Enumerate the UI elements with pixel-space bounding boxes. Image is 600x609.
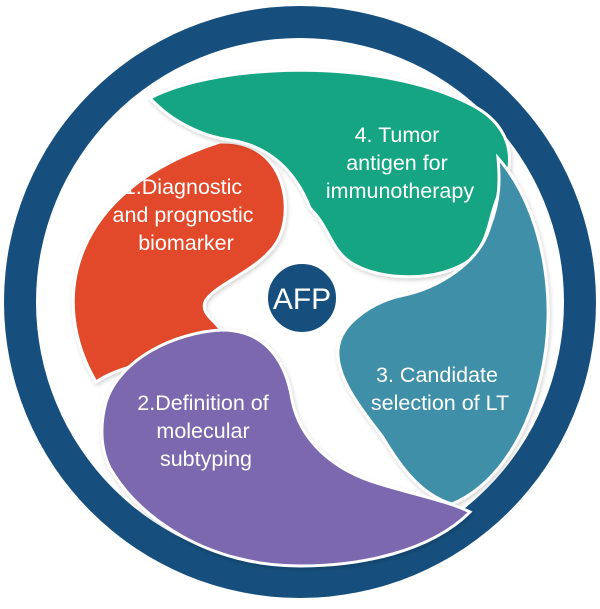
segment-4-label: 4. Tumor antigen for immunotherapy [326, 123, 474, 203]
segment-3-shape [336, 153, 550, 506]
segment-2-label: 2.Definition of molecular subtyping [137, 391, 274, 471]
center-label: AFP [273, 283, 331, 316]
segment-1-label: 1.Diagnostic and prognostic biomarker [112, 175, 259, 255]
segment-3-label: 3. Candidate selection of LT [371, 363, 509, 415]
center-circle [264, 260, 340, 336]
segment-2-shape [100, 328, 473, 568]
segment-4-shape [147, 68, 511, 279]
